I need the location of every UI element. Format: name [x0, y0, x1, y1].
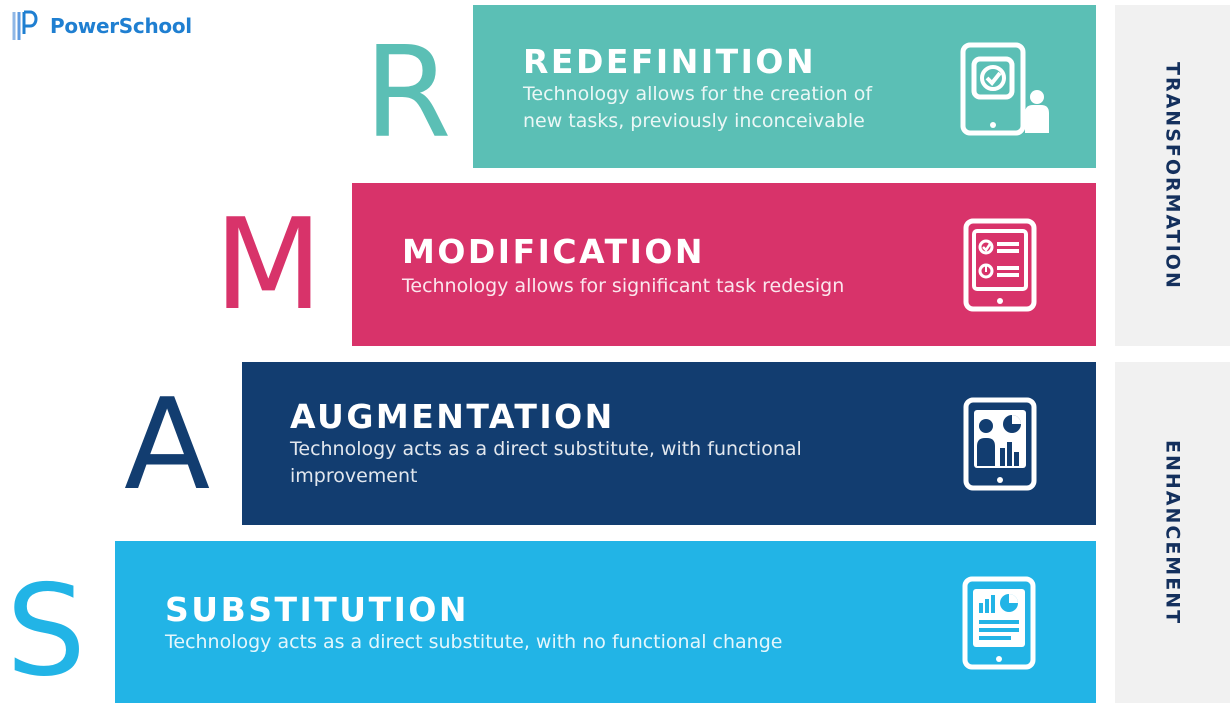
brand-name: PowerSchool	[50, 14, 192, 38]
redefinition-band: REDEFINITION Technology allows for the c…	[473, 5, 1096, 168]
augmentation-band: AUGMENTATION Technology acts as a direct…	[242, 362, 1096, 525]
transformation-panel: TRANSFORMATION	[1115, 5, 1230, 346]
transformation-label: TRANSFORMATION	[1161, 61, 1184, 290]
augmentation-title: AUGMENTATION	[290, 397, 615, 436]
modification-desc-line-1: Technology allows for significant task r…	[402, 275, 845, 297]
redefinition-desc-line-2: new tasks, previously inconceivable	[523, 110, 865, 132]
substitution-desc-line-1: Technology acts as a direct substitute, …	[165, 631, 783, 653]
tablet-checklist-icon	[963, 218, 1037, 312]
powerschool-logo: PowerSchool	[8, 8, 192, 44]
redefinition-desc: Technology allows for the creation of ne…	[523, 81, 872, 135]
modification-title: MODIFICATION	[402, 232, 706, 271]
substitution-desc: Technology acts as a direct substitute, …	[165, 629, 782, 656]
tablet-document-chart-icon	[962, 576, 1036, 670]
augmentation-desc-line-2: improvement	[290, 465, 418, 487]
tablet-check-person-icon	[960, 42, 1049, 136]
redefinition-desc-line-1: Technology allows for the creation of	[523, 83, 873, 105]
substitution-band: SUBSTITUTION Technology acts as a direct…	[115, 541, 1096, 703]
substitution-title: SUBSTITUTION	[165, 590, 470, 629]
enhancement-panel: ENHANCEMENT	[1115, 362, 1230, 703]
letter-s: S	[6, 557, 86, 704]
modification-band: MODIFICATION Technology allows for signi…	[352, 183, 1096, 346]
redefinition-title: REDEFINITION	[523, 42, 817, 81]
tablet-people-chart-icon	[963, 397, 1037, 491]
augmentation-desc: Technology acts as a direct substitute, …	[290, 436, 802, 490]
augmentation-desc-line-1: Technology acts as a direct substitute, …	[290, 438, 802, 460]
letter-a: A	[124, 371, 211, 518]
modification-desc: Technology allows for significant task r…	[402, 273, 844, 300]
letter-m: M	[214, 191, 323, 338]
enhancement-label: ENHANCEMENT	[1161, 439, 1184, 626]
letter-r: R	[364, 19, 452, 166]
powerschool-logo-icon	[12, 10, 38, 40]
